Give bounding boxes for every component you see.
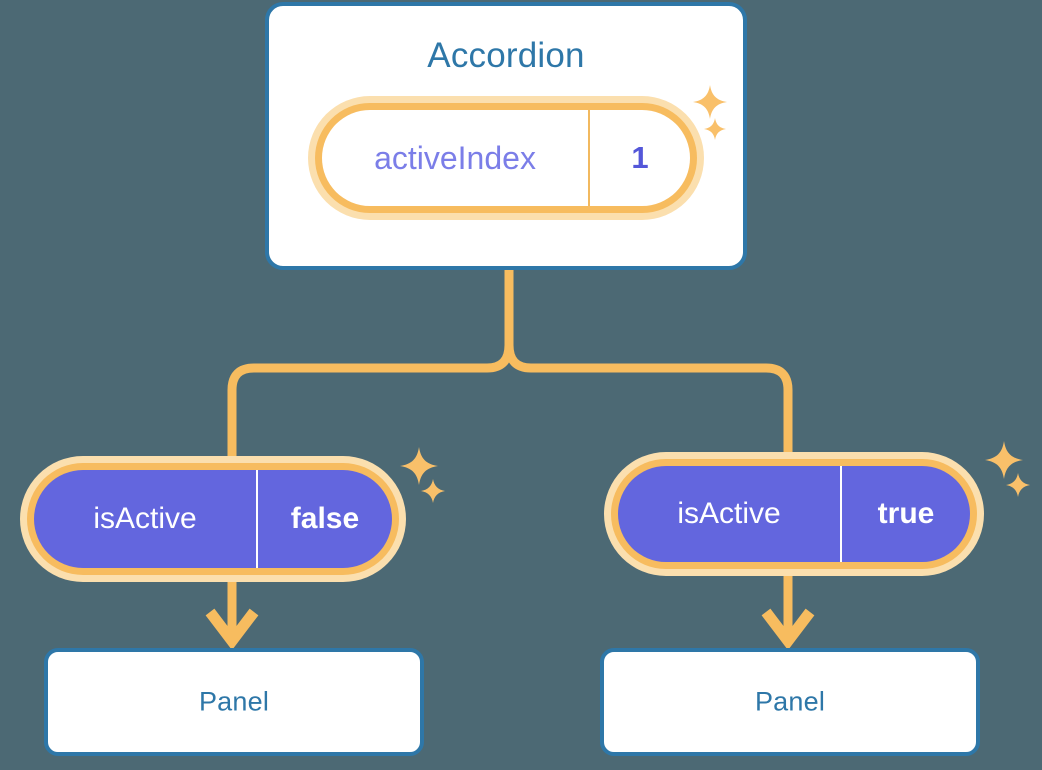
pill-body: isActive false	[34, 470, 392, 568]
state-value-label: true	[877, 497, 935, 530]
state-pill-isactive-right[interactable]: isActive true	[604, 452, 984, 576]
state-pill-isactive-left[interactable]: isActive false	[20, 456, 406, 582]
arrow-head-right	[761, 608, 815, 651]
sparkle-icon	[1005, 472, 1031, 498]
state-value-label: 1	[631, 140, 649, 175]
sparkle-icon	[984, 440, 1024, 480]
state-key-label: activeIndex	[322, 110, 590, 206]
panel-title: Panel	[754, 686, 826, 717]
state-pill-activeindex[interactable]: activeIndex 1	[308, 96, 704, 220]
pill-ring: activeIndex 1	[315, 103, 697, 213]
panel-card-right[interactable]: Panel	[600, 648, 980, 756]
pill-body: isActive true	[618, 466, 970, 562]
state-key-label: isActive	[618, 466, 842, 562]
sparkle-icon	[399, 446, 439, 486]
pill-body: activeIndex 1	[322, 110, 690, 206]
pill-ring: isActive false	[27, 463, 399, 575]
panel-card-left[interactable]: Panel	[44, 648, 424, 756]
arrow-head-left	[205, 608, 259, 651]
pill-ring: isActive true	[611, 459, 977, 569]
sparkle-icon	[420, 478, 446, 504]
connector-branch-right	[504, 344, 793, 458]
state-key-label: isActive	[34, 470, 258, 568]
connector-branch-left	[227, 344, 514, 462]
panel-title: Panel	[198, 686, 270, 717]
state-value-label: false	[290, 502, 360, 535]
accordion-title: Accordion	[427, 36, 585, 75]
